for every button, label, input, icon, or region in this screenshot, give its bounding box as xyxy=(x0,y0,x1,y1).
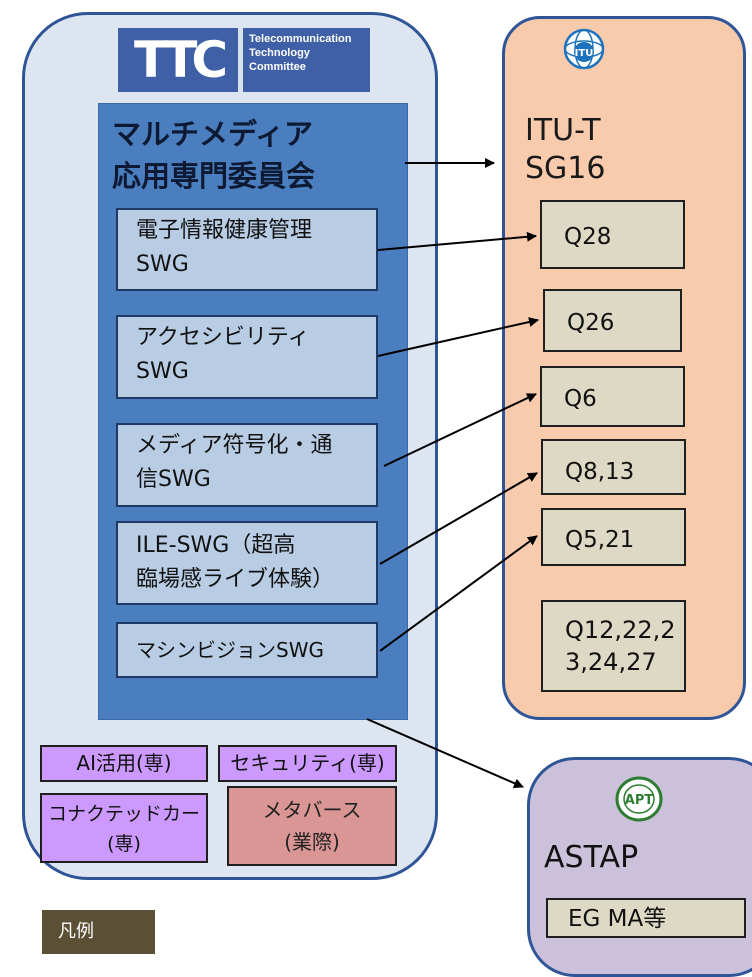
itu-title: ITU-T SG16 xyxy=(525,113,606,186)
svg-text:APT: APT xyxy=(625,793,654,808)
multimedia-committee xyxy=(98,103,408,720)
astap-group: EG MA等 xyxy=(546,898,746,938)
svg-text:ITU: ITU xyxy=(575,48,594,59)
astap-title: ASTAP xyxy=(544,840,639,875)
question-q8-13: Q8,13 xyxy=(541,439,686,495)
committee-title: マルチメディア 応用専門委員会 xyxy=(112,117,316,193)
question-q6: Q6 xyxy=(540,366,685,427)
swg-ehealth: 電子情報健康管理 SWG xyxy=(116,208,378,291)
question-q5-21: Q5,21 xyxy=(541,508,686,566)
ttc-logo: TTC Telecommunication Technology Committ… xyxy=(118,28,370,92)
connected-car-group: コナクテッドカー (専) xyxy=(40,793,208,863)
swg-ile: ILE-SWG（超高 臨場感ライブ体験） xyxy=(116,521,378,605)
question-others: Q12,22,2 3,24,27 xyxy=(541,600,686,692)
itu-logo: ITU xyxy=(563,28,605,70)
question-q28: Q28 xyxy=(540,200,685,269)
question-q26: Q26 xyxy=(543,289,682,352)
ttc-logo-text: Telecommunication Technology Committee xyxy=(243,28,370,92)
swg-machine-vision: マシンビジョンSWG xyxy=(116,622,378,678)
apt-logo: APT xyxy=(611,774,667,824)
ai-group: AI活用(専) xyxy=(40,745,208,782)
swg-media-coding: メディア符号化・通 信SWG xyxy=(116,423,378,507)
ttc-logo-letters: TTC xyxy=(118,28,238,92)
swg-accessibility: アクセシビリティ SWG xyxy=(116,315,378,399)
legend-label: 凡例 xyxy=(42,910,155,954)
metaverse-group: メタバース (業際) xyxy=(227,786,397,866)
security-group: セキュリティ(専) xyxy=(218,745,397,782)
